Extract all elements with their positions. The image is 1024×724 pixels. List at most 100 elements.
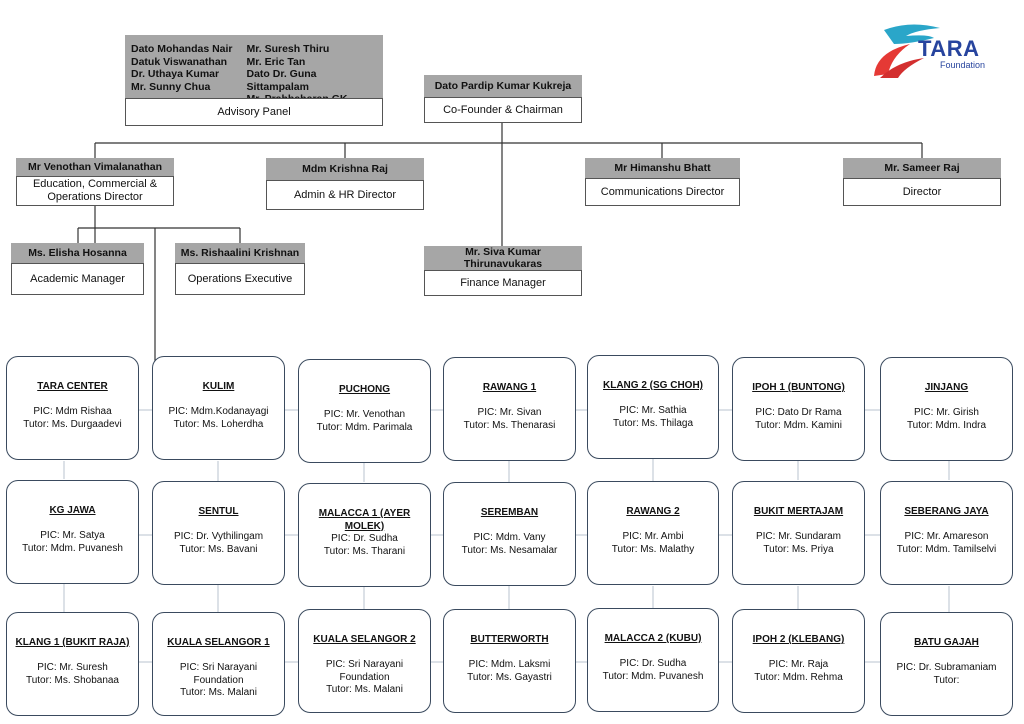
- advisory-member: Dr. Uthaya Kumar: [131, 68, 220, 80]
- centre-detail: Foundation: [339, 671, 390, 683]
- logo-word: TARA: [918, 36, 980, 61]
- centre-detail: Tutor: Mdm. Rehma: [754, 671, 843, 683]
- advisory-member: Mr. Suresh Thiru: [246, 43, 330, 55]
- centre-pic: PIC: Dr. Sudha: [619, 658, 687, 669]
- centre-name: KUALA SELANGOR 1: [167, 637, 270, 648]
- centre-pic: PIC: Mr. Suresh: [37, 662, 108, 673]
- centre-name: KULIM: [202, 381, 235, 392]
- manager-role: Finance Manager: [424, 270, 582, 296]
- director-node: Mr Venothan Vimalanathan Education, Comm…: [16, 158, 174, 206]
- centre-name: BUTTERWORTH: [470, 634, 549, 645]
- centre-pic: PIC: Mr. Raja: [768, 659, 829, 670]
- chairman-role: Co-Founder & Chairman: [424, 97, 582, 123]
- centre-name: KUALA SELANGOR 2: [313, 634, 416, 645]
- centre-name: IPOH 1 (BUNTONG): [752, 382, 845, 393]
- centre-detail: Tutor: Mdm. Parimala: [316, 421, 413, 433]
- centre-detail: Tutor: Ms. Malani: [180, 687, 257, 698]
- centre-detail: Tutor: Ms. Gayastri: [467, 671, 552, 683]
- centre-pic: PIC: Mr. Sathia: [619, 405, 687, 416]
- advisory-member: Mr. Sunny Chua: [131, 80, 211, 93]
- director-name: Mdm Krishna Raj: [266, 158, 424, 180]
- centre-pic: PIC: Sri Narayani: [179, 662, 258, 673]
- centre-detail: Tutor:: [933, 674, 960, 686]
- manager-node: Ms. Rishaalini Krishnan Operations Execu…: [175, 243, 305, 295]
- tara-swoosh-icon: [874, 24, 940, 78]
- centre-pic: PIC: Mr. Girish: [913, 407, 979, 418]
- manager-name: Mr. Siva Kumar Thirunavukaras: [424, 246, 582, 270]
- centre-name: BUKIT MERTAJAM: [753, 506, 844, 517]
- centre-name: MALACCA 2 (KUBU): [604, 633, 702, 644]
- director-role: Education, Commercial & Operations Direc…: [16, 176, 174, 206]
- manager-name: Ms. Rishaalini Krishnan: [175, 243, 305, 263]
- centre-name: SENTUL: [198, 506, 239, 517]
- centre-detail: Tutor: Ms. Tharani: [323, 545, 406, 557]
- centre-name: PUCHONG: [338, 384, 391, 395]
- centre-pic: PIC: Mr. Venothan: [323, 409, 406, 420]
- centre-pic: PIC: Dato Dr Rama: [755, 407, 842, 418]
- manager-role: Academic Manager: [11, 263, 144, 295]
- centre-pic: PIC: Dr. Sudha: [331, 533, 398, 544]
- centre-detail: Tutor: Mdm. Kamini: [755, 419, 842, 431]
- manager-node: Mr. Siva Kumar Thirunavukaras Finance Ma…: [424, 246, 582, 296]
- centre-pic: PIC: Sri Narayani: [325, 659, 404, 670]
- centre-name: RAWANG 2: [626, 506, 680, 517]
- director-role: Communications Director: [585, 178, 740, 206]
- centre-name: IPOH 2 (KLEBANG): [752, 634, 845, 645]
- centre-name: BATU GAJAH: [914, 637, 979, 648]
- centre-pic: PIC: Mr. Ambi: [622, 531, 684, 542]
- centre-pic: PIC: Dr. Vythilingam: [173, 531, 264, 542]
- centre-pic: PIC: Mr. Satya: [40, 530, 105, 541]
- director-role: Admin & HR Director: [266, 180, 424, 210]
- manager-node: Ms. Elisha Hosanna Academic Manager: [11, 243, 144, 295]
- centre-detail: Tutor: Ms. Bavani: [179, 543, 258, 555]
- chairman-node: Dato Pardip Kumar Kukreja Co-Founder & C…: [424, 75, 582, 123]
- centre-pic: PIC: Mdm.Kodanayagi: [168, 406, 269, 417]
- centre-pic: PIC: Dr. Subramaniam: [896, 662, 997, 673]
- advisory-member: Dato Mohandas Nair: [131, 43, 233, 55]
- centre-detail: Tutor: Mdm. Puvanesh: [22, 542, 123, 554]
- chairman-name: Dato Pardip Kumar Kukreja: [424, 75, 582, 97]
- director-node: Mdm Krishna Raj Admin & HR Director: [266, 158, 424, 210]
- centre-detail: Tutor: Ms. Thilaga: [612, 417, 694, 429]
- director-role: Director: [843, 178, 1001, 206]
- centre-detail: Tutor: Ms. Thenarasi: [463, 419, 556, 431]
- advisory-member: Datuk Viswanathan: [131, 55, 228, 68]
- centre-detail: Tutor: Mdm. Indra: [906, 419, 987, 431]
- advisory-member: Mr. Eric Tan: [246, 55, 306, 68]
- centre-detail: Tutor: Ms. Durgaadevi: [23, 418, 122, 430]
- centre-name: TARA CENTER: [37, 381, 108, 392]
- centre-pic: PIC: Mr. Sivan: [477, 407, 542, 418]
- centre-name: RAWANG 1: [482, 382, 537, 393]
- director-node: Mr. Sameer Raj Director: [843, 158, 1001, 206]
- centre-detail: Tutor: Mdm. Puvanesh: [602, 670, 704, 682]
- centre-name: KLANG 2 (SG CHOH): [603, 380, 703, 391]
- advisory-panel-members: Dato Mohandas Nair Datuk Viswanathan Dr.…: [125, 35, 383, 105]
- centre-pic: PIC: Mdm. Laksmi: [468, 659, 551, 670]
- centre-name: SEREMBAN: [480, 507, 539, 518]
- advisory-panel-label: Advisory Panel: [125, 98, 383, 126]
- centre-detail: Tutor: Mdm. Tamilselvi: [896, 543, 997, 555]
- centre-name: KG JAWA: [49, 505, 96, 516]
- centre-detail: Tutor: Ms. Shobanaa: [25, 674, 119, 686]
- centre-pic: PIC: Mr. Amareson: [904, 531, 989, 542]
- centre-detail: Tutor: Ms. Malathy: [611, 543, 695, 555]
- director-name: Mr. Sameer Raj: [843, 158, 1001, 178]
- director-name: Mr Venothan Vimalanathan: [16, 158, 174, 176]
- manager-name: Ms. Elisha Hosanna: [11, 243, 144, 263]
